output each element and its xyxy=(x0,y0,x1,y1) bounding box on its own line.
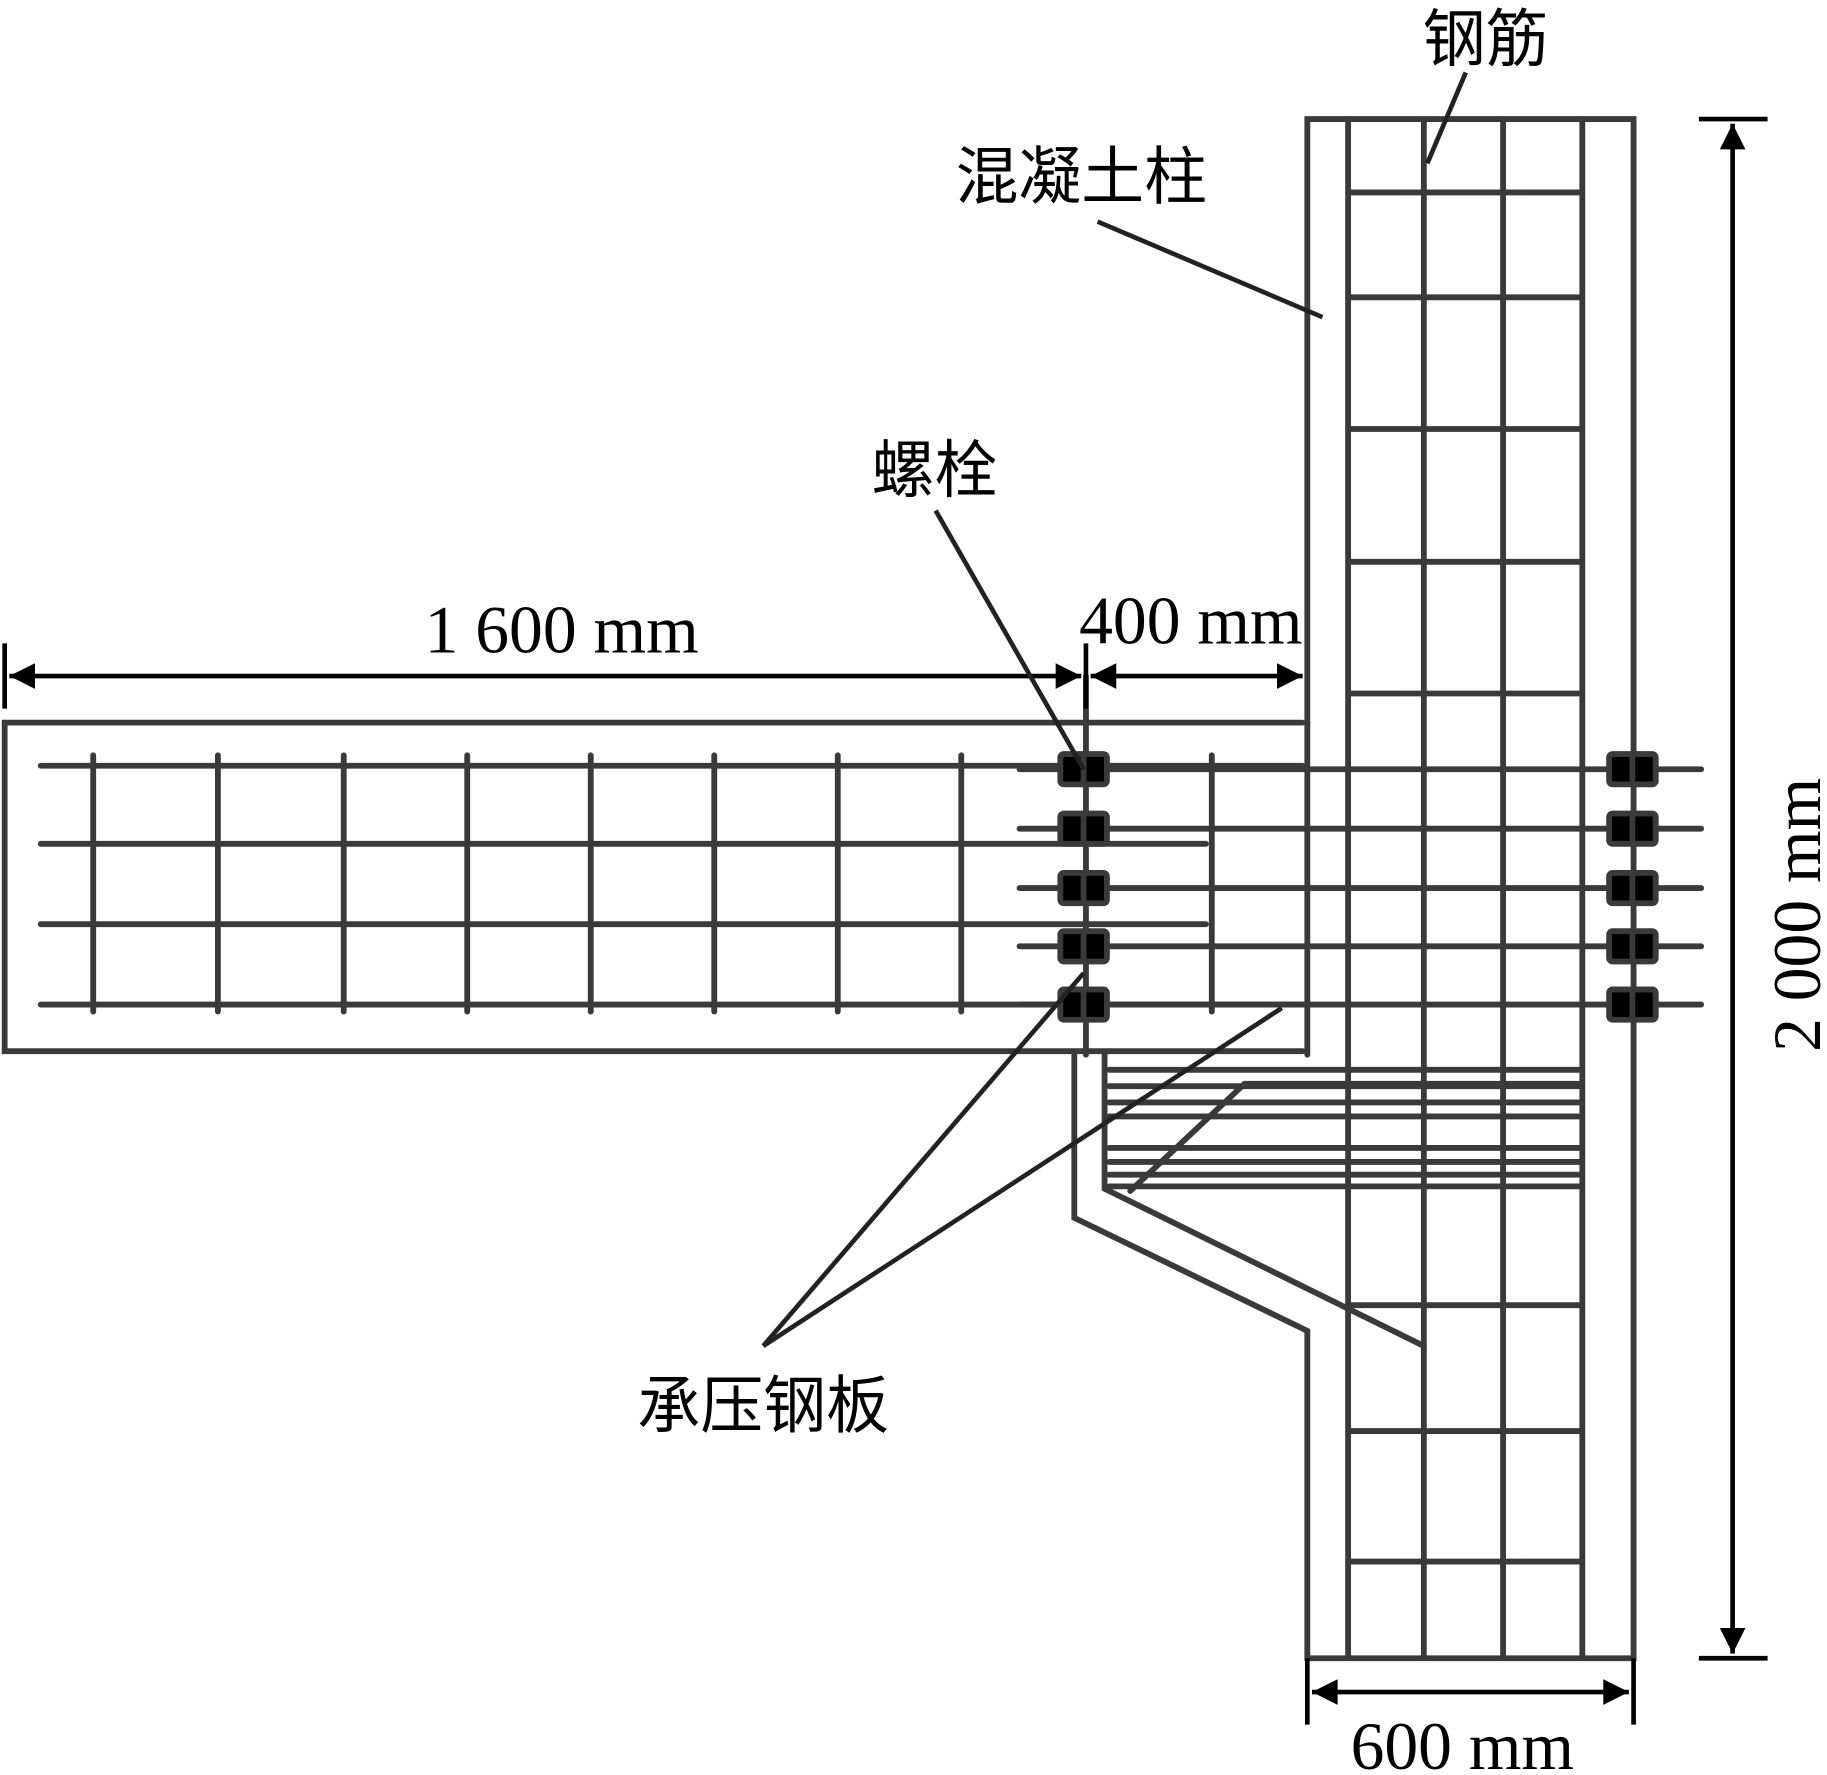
leader-bolt xyxy=(933,509,1086,771)
beam-rebar xyxy=(37,752,1306,1015)
label-rebar: 钢筋 xyxy=(1423,3,1549,76)
dim-beam-length: 1 600 mm xyxy=(425,593,699,668)
dimension-lines xyxy=(2,116,1768,1725)
leader-bearing-plate-2 xyxy=(761,1006,1283,1348)
bolts xyxy=(1016,751,1705,1023)
plate-outer-edge xyxy=(1071,1051,1311,1334)
beam-outline xyxy=(1,719,1306,1055)
leader-bearing-plate-1 xyxy=(761,971,1086,1348)
plate-stiffener-lines xyxy=(1106,1066,1582,1194)
dim-joint-length: 400 mm xyxy=(1079,583,1302,658)
leader-concrete-column xyxy=(1096,219,1324,320)
label-bearing-plate: 承压钢板 xyxy=(637,1370,889,1443)
plate-inner-edge xyxy=(1101,1051,1427,1349)
plate-diagonal xyxy=(1127,1080,1248,1194)
dimension-labels: 1 600 mm 400 mm 2 000 mm 600 mm xyxy=(425,583,1827,1775)
label-bolt: 螺栓 xyxy=(872,434,998,507)
label-concrete-column: 混凝土柱 xyxy=(955,140,1207,213)
callouts: 钢筋 混凝土柱 螺栓 承压钢板 xyxy=(637,3,1548,1443)
dim-column-height: 2 000 mm xyxy=(1760,778,1827,1052)
dim-column-width: 600 mm xyxy=(1351,1709,1574,1775)
leader-rebar xyxy=(1425,71,1468,165)
concrete-beam xyxy=(1,719,1306,1055)
